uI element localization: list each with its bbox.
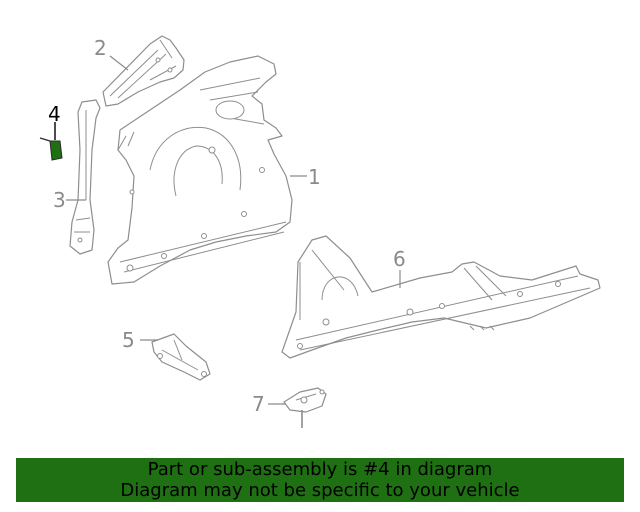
part-7-mount[interactable] bbox=[283, 387, 327, 428]
banner-line-1: Part or sub-assembly is #4 in diagram bbox=[147, 459, 493, 480]
part-1-wheelhouse-apron[interactable] bbox=[107, 55, 293, 285]
callout-2: 2 bbox=[94, 36, 107, 60]
leader-lines bbox=[54, 55, 401, 405]
part-2-upper-rail[interactable] bbox=[102, 35, 185, 107]
callout-1: 1 bbox=[308, 165, 321, 189]
part-4-bracket-highlighted[interactable] bbox=[39, 137, 63, 161]
callout-5: 5 bbox=[122, 328, 135, 352]
part-6-lower-rail[interactable] bbox=[281, 235, 601, 359]
part-5-lower-bracket[interactable] bbox=[151, 333, 211, 381]
callout-3: 3 bbox=[53, 188, 66, 212]
info-banner: Part or sub-assembly is #4 in diagram Di… bbox=[16, 458, 624, 502]
callout-4: 4 bbox=[48, 102, 61, 126]
callout-6: 6 bbox=[393, 247, 406, 271]
part-3-pillar[interactable] bbox=[69, 99, 101, 255]
banner-line-2: Diagram may not be specific to your vehi… bbox=[120, 480, 520, 501]
callout-7: 7 bbox=[252, 392, 265, 416]
